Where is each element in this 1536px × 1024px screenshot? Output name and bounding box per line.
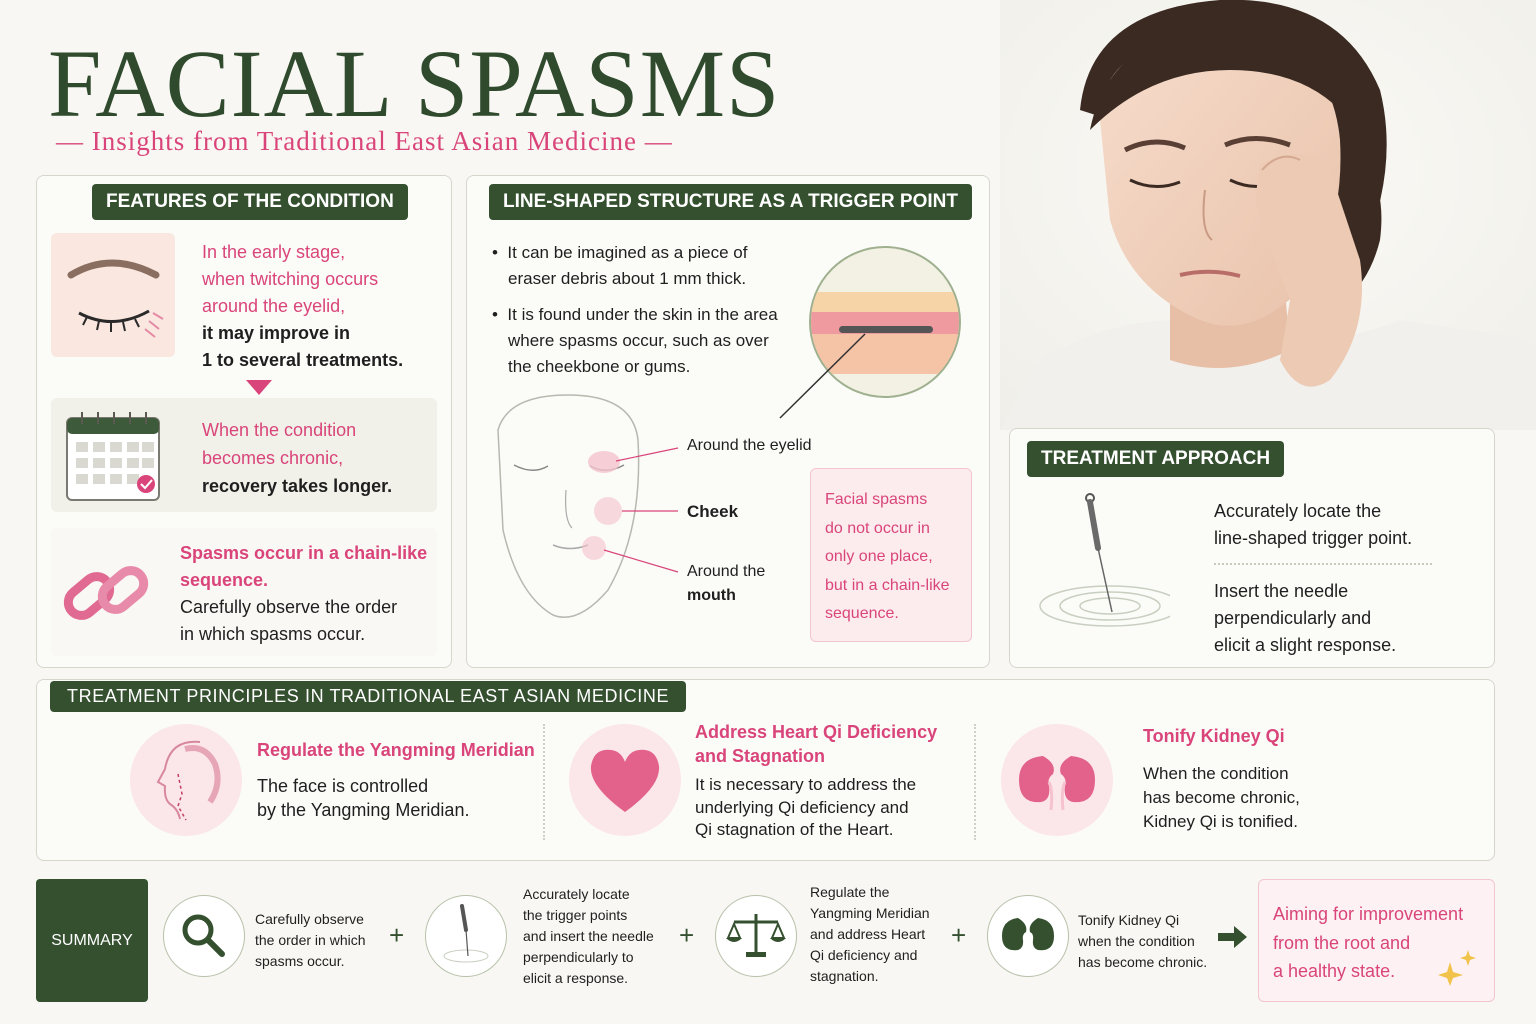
goal-box [1258,879,1495,1002]
principle-divider-2 [974,724,976,840]
principles-tag: TREATMENT PRINCIPLES IN TRADITIONAL EAST… [50,681,687,712]
scales-icon [715,895,797,977]
down-arrow-icon [246,380,272,395]
principle-1-title: Regulate the Yangming Meridian [257,740,535,760]
page-subtitle: — Insights from Traditional East Asian M… [56,126,673,156]
chain-box [51,528,437,656]
principle-2-body: It is necessary to address the underlyin… [695,775,917,839]
kidney-small-icon [987,895,1069,977]
trigger-tag: LINE-SHAPED STRUCTURE AS A TRIGGER POINT [489,184,972,220]
heart-icon [569,724,681,836]
face-diagram [478,390,688,630]
treatment-tag: TREATMENT APPROACH [1027,441,1285,477]
summary-step-1: Carefully observe the order in which spa… [255,911,366,969]
chronic-text: When the condition becomes chronic, reco… [202,420,393,496]
label-mouth: Around the mouth [687,563,766,604]
label-eyelid: Around the eyelid [687,437,812,454]
goal-text: Aiming for improvement from the root and… [1273,904,1464,981]
calendar-icon [66,410,162,507]
needle-icon [1030,488,1181,653]
principle-2-title: Address Heart Qi Deficiency and Stagnati… [695,722,938,766]
needle-small-icon [425,895,507,977]
principle-3-title: Tonify Kidney Qi [1143,726,1285,746]
summary-step-3: Regulate the Yangming Meridian and addre… [810,884,930,984]
page-title: FACIAL SPASMS [48,30,781,137]
plus-sign-3: + [951,920,967,950]
label-cheek: Cheek [687,502,739,521]
woman-photo [1000,0,1536,430]
eye-icon [51,233,175,357]
early-stage-text: In the early stage, when twitching occur… [202,242,404,370]
principle-1-body: The face is controlled by the Yangming M… [257,776,470,820]
features-tag: FEATURES OF THE CONDITION [92,184,408,220]
summary-label: SUMMARY [36,879,148,1002]
arrow-right-icon [1218,926,1248,953]
treatment-divider [1214,563,1432,565]
chain-link-icon [62,555,152,640]
treatment-step1: Accurately locate the line-shaped trigge… [1214,501,1413,548]
kidney-icon [1001,724,1113,836]
summary-step-4: Tonify Kidney Qi when the condition has … [1078,912,1208,970]
plus-sign-2: + [679,920,695,950]
principle-divider-1 [543,724,545,840]
principle-3-body: When the condition has become chronic, K… [1143,764,1300,831]
chain-note [810,468,972,642]
summary-step-2: Accurately locate the trigger points and… [523,886,654,986]
magnifier-icon [163,895,245,977]
chain-note-text: Facial spasms do not occur in only one p… [825,491,950,622]
chain-text: Spasms occur in a chain-like sequence. C… [180,543,428,644]
trigger-bullets: • It can be imagined as a piece of erase… [492,243,778,376]
treatment-step2: Insert the needle perpendicularly and el… [1214,581,1397,655]
skin-layer-diagram [775,240,965,430]
face-profile-icon [130,724,242,836]
plus-sign-1: + [389,920,405,950]
sparkle-icon [1438,950,1478,991]
